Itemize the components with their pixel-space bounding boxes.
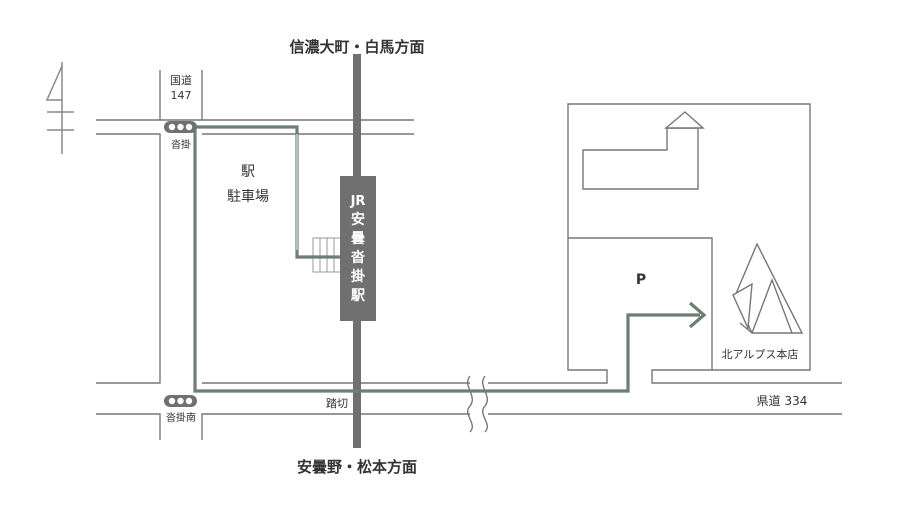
- signal-north-label: 沓掛: [171, 138, 191, 151]
- station-stairs: [312, 237, 342, 273]
- station-block: [340, 176, 376, 321]
- national-route-road: [159, 70, 203, 120]
- direction-north-label: 信濃大町・白馬方面: [289, 38, 424, 56]
- railroad-crossing-label: 踏切: [326, 396, 348, 410]
- lower-road: [96, 103, 842, 440]
- shop-name-label: 北アルプス本店: [722, 347, 799, 361]
- traffic-signal-icon: [164, 395, 197, 407]
- station-name-char: 曇: [351, 231, 365, 247]
- national-route-number: 147: [171, 89, 192, 102]
- station-name-char: 安: [351, 211, 365, 228]
- shop-parking-label: P: [636, 272, 646, 288]
- landmark-building: [582, 111, 705, 190]
- traffic-signal-icon: [164, 121, 197, 133]
- station-name-char: 掛: [351, 268, 365, 285]
- walking-route: [193, 125, 707, 393]
- signal-south-label: 沓掛南: [166, 411, 196, 424]
- station-name-char: 沓: [350, 249, 366, 266]
- direction-south-label: 安曇野・松本方面: [297, 458, 417, 476]
- road-break-mark: [467, 375, 488, 433]
- station-name-char: 駅: [351, 288, 366, 304]
- shop-building-icon: [732, 242, 804, 334]
- station-parking-label: 駅: [241, 164, 255, 180]
- shop-parking-area: [568, 237, 713, 370]
- station-name-jr: JR: [350, 194, 366, 209]
- station-parking-label-2: 駐車場: [227, 188, 269, 205]
- prefectural-road-label: 県道 334: [757, 394, 808, 408]
- north-arrow-icon: [45, 62, 74, 154]
- national-route-label: 国道: [170, 73, 192, 87]
